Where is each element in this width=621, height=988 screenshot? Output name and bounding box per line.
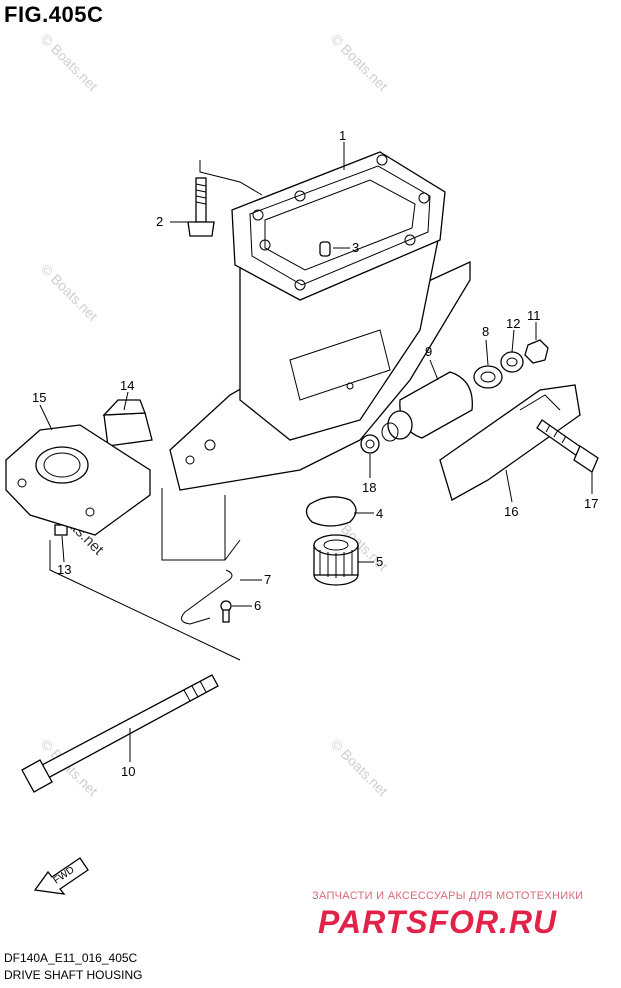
mount-cover-part <box>439 384 581 501</box>
callout-6: 6 <box>254 598 261 613</box>
bolt-part <box>187 177 215 237</box>
callout-1: 1 <box>339 128 346 143</box>
rubber-pad-part <box>102 399 153 447</box>
figure-code: DF140A_E11_016_405C <box>4 951 138 965</box>
advert-logo: PARTSFOR.RU <box>318 904 558 940</box>
leader-lines <box>39 142 593 762</box>
callout-10: 10 <box>121 764 135 779</box>
bolt-part <box>536 419 599 473</box>
advert-tagline: ЗАПЧАСТИ И АКСЕССУАРЫ ДЛЯ МОТОТЕХНИКИ <box>312 890 584 902</box>
callout-7: 7 <box>264 572 271 587</box>
callout-4: 4 <box>376 506 383 521</box>
long-bolt-part <box>21 674 219 793</box>
callout-11: 11 <box>527 308 541 323</box>
watermark: © Boats.net <box>38 31 101 94</box>
dowel-pin-part <box>319 241 331 257</box>
figure-caption: DRIVE SHAFT HOUSING <box>4 968 143 982</box>
nut-part <box>524 339 549 364</box>
callout-5: 5 <box>376 554 383 569</box>
callout-14: 14 <box>120 378 134 393</box>
callout-17: 17 <box>584 496 598 511</box>
callout-12: 12 <box>506 316 520 331</box>
callout-8: 8 <box>482 324 489 339</box>
screw-part <box>220 600 232 623</box>
gasket-part <box>305 496 357 527</box>
watermark: © Boats.net <box>328 736 391 799</box>
assembly-lines <box>49 160 263 661</box>
washer-part <box>360 434 380 454</box>
callout-15: 15 <box>32 390 46 405</box>
mount-bracket-part <box>5 424 151 536</box>
callout-labels: 1 2 3 4 5 6 7 8 9 10 11 12 13 14 15 16 1… <box>32 128 598 779</box>
callout-16: 16 <box>504 504 518 519</box>
callout-2: 2 <box>156 214 163 229</box>
callout-13: 13 <box>57 562 71 577</box>
washer-part <box>473 365 503 389</box>
washer-part <box>500 351 524 373</box>
drive-shaft-housing-part <box>169 151 471 491</box>
figure-title: FIG.405C <box>4 2 104 27</box>
callout-9: 9 <box>425 344 432 359</box>
callout-18: 18 <box>362 480 376 495</box>
mount-part <box>381 371 473 442</box>
watermark: © Boats.net <box>38 261 101 324</box>
callout-3: 3 <box>352 240 359 255</box>
clip-part <box>180 569 233 625</box>
bearing-part <box>313 534 359 586</box>
fwd-arrow-icon: FWD <box>33 857 89 895</box>
watermark: © Boats.net <box>328 31 391 94</box>
